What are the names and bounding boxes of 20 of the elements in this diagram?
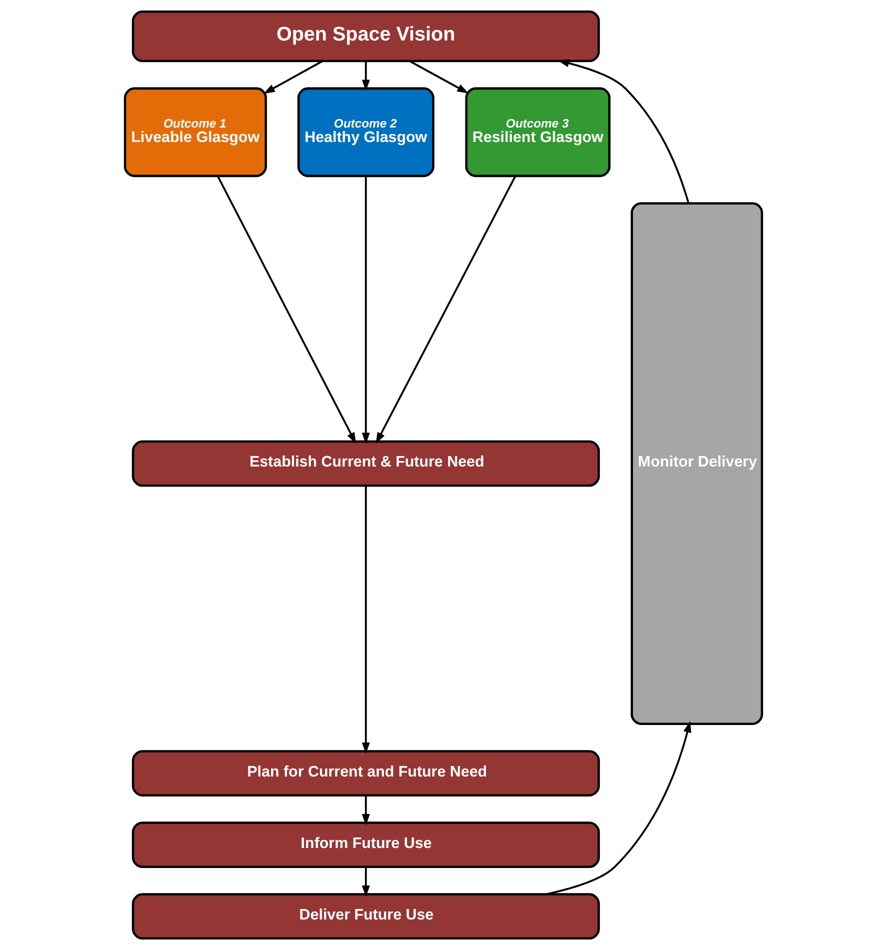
node-box: Inform Future Use [131, 822, 600, 868]
arrow [361, 61, 370, 92]
arrow [375, 176, 516, 444]
node-box: Outcome 1 Liveable Glasgow [123, 87, 266, 178]
arrow [557, 59, 689, 204]
arrow [361, 795, 370, 826]
node-box: Plan for Current and Future Need [131, 750, 600, 796]
arrow [216, 176, 356, 444]
arrow [545, 721, 691, 896]
arrow [262, 60, 322, 94]
node-box: Deliver Future Use [131, 893, 600, 940]
node-box: Establish Current & Future Need [131, 440, 600, 487]
node-box: Monitor Delivery [630, 202, 763, 725]
node-box: Outcome 3 Resilient Glasgow [464, 87, 610, 178]
node-box: Open Space Vision [131, 10, 600, 62]
arrow [408, 60, 468, 94]
arrow [361, 176, 370, 444]
arrow [361, 866, 370, 897]
arrow [361, 486, 370, 754]
node-box: Outcome 2 Healthy Glasgow [296, 87, 434, 178]
